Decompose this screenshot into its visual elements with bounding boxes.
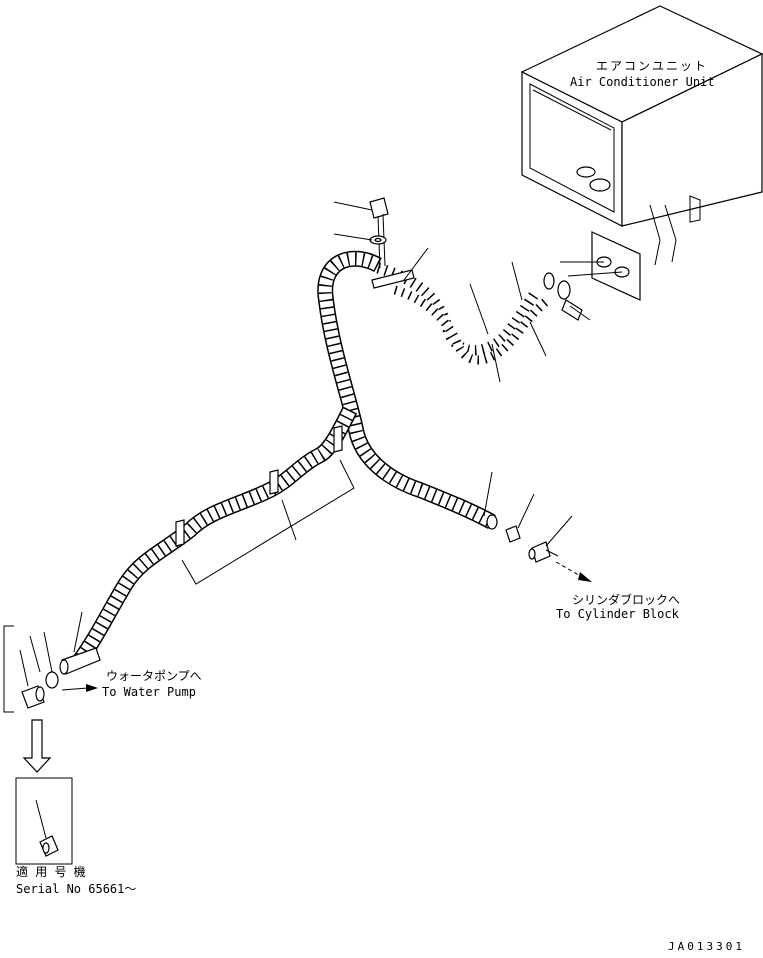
drawing-code: JA013301 — [668, 940, 745, 953]
cylinder-block-label-jp: シリンダブロックへ — [572, 592, 680, 607]
water-pump-fittings — [21, 671, 59, 709]
down-arrow — [22, 719, 52, 773]
mounting-flange — [560, 231, 641, 301]
inset-box-water-pump — [3, 625, 14, 713]
serial-label-jp: 適 用 号 機 — [16, 864, 86, 879]
inset-box-serial — [15, 777, 73, 865]
main-heater-hose-loop — [317, 250, 498, 530]
hose-brackets — [175, 269, 415, 547]
water-pump-label-en: To Water Pump — [102, 685, 196, 699]
direction-arrows — [61, 561, 592, 692]
upper-heater-hose — [376, 262, 551, 365]
air-conditioner-unit — [520, 5, 763, 266]
water-pump-label-jp: ウォータポンプへ — [106, 669, 202, 683]
lower-heater-hose — [59, 406, 358, 675]
ac-unit-label-jp: エアコンユニット — [596, 59, 708, 73]
hose-clamps — [543, 272, 583, 321]
ac-unit-label-en: Air Conditioner Unit — [570, 75, 715, 89]
leader-lines — [19, 201, 591, 687]
serial-label-en: Serial No 65661～ — [16, 882, 136, 896]
cylinder-block-label-en: To Cylinder Block — [556, 607, 680, 621]
cylinder-block-fittings — [505, 525, 559, 563]
bolt-and-washer — [369, 197, 389, 269]
